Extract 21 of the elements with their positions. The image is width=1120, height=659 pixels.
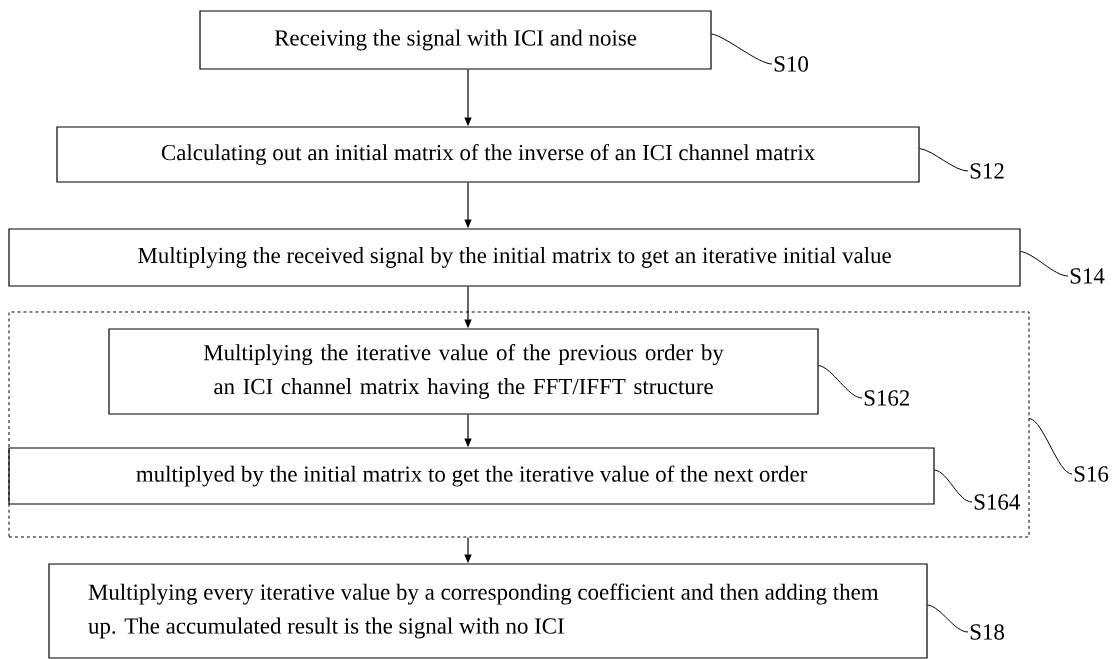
process-box: multiplyed by the initial matrix to get the iterative value of the next order — [8, 447, 935, 505]
dashed-group-box — [8, 311, 1030, 538]
step-label: S18 — [970, 624, 1004, 640]
step-label: S16 — [1074, 466, 1109, 482]
step-label: S12 — [970, 163, 1004, 179]
leader-line — [927, 604, 969, 633]
step-label: S164 — [974, 494, 1020, 510]
step-label: S14 — [1070, 268, 1105, 284]
leader-line — [919, 148, 969, 172]
leader-line — [934, 469, 973, 503]
leader-line — [711, 33, 773, 65]
process-box: Multiplying every iterative value by a corresponding coefficient and then adding them up. The accumulated result is the signal with no ICI — [48, 563, 928, 659]
step-label: S10 — [774, 56, 808, 72]
leader-line — [1020, 251, 1069, 277]
process-box: Calculating out an initial matrix of the inverse of an ICI channel matrix — [56, 126, 920, 183]
process-box: Multiplying the received signal by the initial matrix to get an iterative initial value — [8, 228, 1021, 287]
leader-line — [1029, 418, 1073, 475]
step-label: S162 — [864, 390, 910, 406]
process-box: Receiving the signal with ICI and noise — [199, 10, 712, 70]
process-box: Multiplying the iterative value of the previous order by an ICI channel matrix having the FFT/IFFT structure — [108, 328, 819, 415]
leader-line — [818, 365, 863, 399]
